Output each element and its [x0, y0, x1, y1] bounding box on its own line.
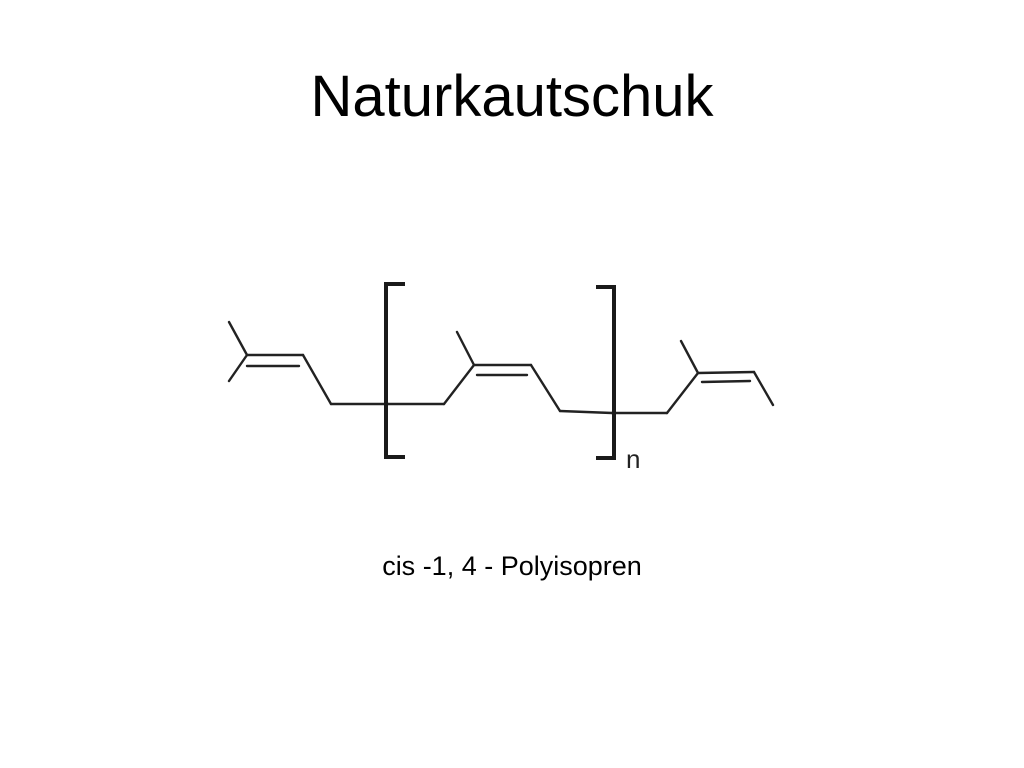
left-bracket [384, 282, 405, 459]
bond-unit-rise [442, 363, 476, 406]
repeat-unit [386, 330, 614, 415]
bond-right-methyl [679, 339, 700, 375]
structure-caption: cis -1, 4 - Polyisopren [382, 551, 642, 581]
repeat-subscript: n [626, 444, 640, 474]
left-end-group [227, 320, 390, 406]
bond-left-diagonal [301, 353, 333, 406]
methyl-bond-upper-left [227, 320, 249, 357]
right-bracket [596, 285, 616, 460]
bond-unit-exit [558, 409, 614, 415]
double-bond-right-outer [696, 370, 756, 375]
bond-unit-methyl [455, 330, 476, 367]
bond-right-tail [752, 370, 775, 407]
methyl-bond-lower-left [227, 353, 249, 383]
bond-unit-fall [529, 363, 562, 413]
double-bond-right-inner [700, 379, 752, 384]
slide-title: Naturkautschuk [310, 64, 714, 129]
bond-right-rise [665, 371, 700, 415]
right-end-group [610, 339, 775, 415]
